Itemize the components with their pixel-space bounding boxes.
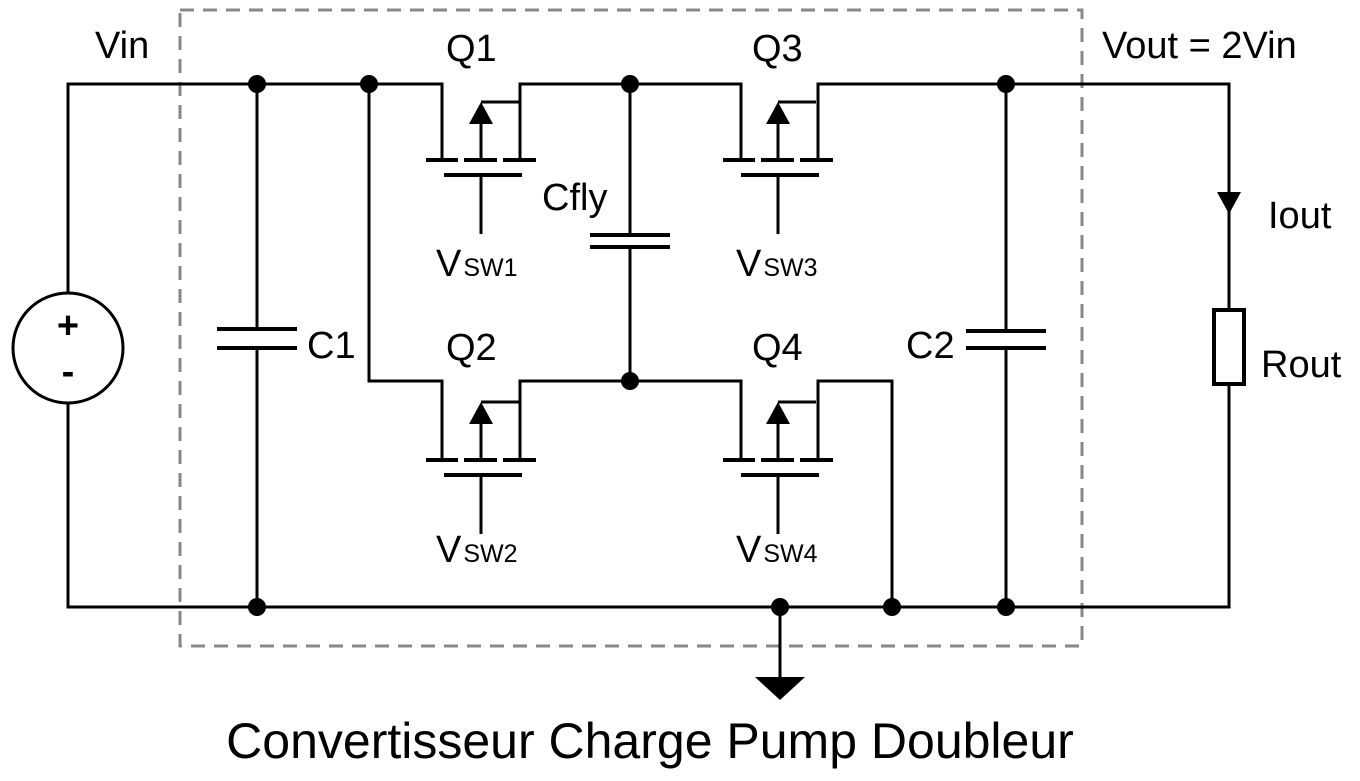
source-plus-label: + [57,305,79,347]
diagram-title: Convertisseur Charge Pump Doubleur [226,713,1074,769]
iout-label: Iout [1268,195,1332,237]
junction-dot [360,75,378,93]
junction-dots [248,75,1015,616]
vsw4-label: VSW4 [736,529,818,571]
q1-label: Q1 [446,28,497,70]
vsw4-sub: SW4 [763,540,817,568]
q2-label: Q2 [446,327,497,369]
q2-input-wire [367,82,444,462]
vsw1-sub: SW1 [463,254,517,282]
vsw2-sub: SW2 [463,540,517,568]
c1-label: C1 [307,325,356,367]
ground-icon [755,677,805,700]
vout-label: Vout = 2Vin [1102,25,1297,67]
q4-ground-wire [816,379,894,609]
vsw1-label: VSW1 [436,243,518,285]
vsw4-main: V [736,529,762,571]
converter-boundary [178,8,1084,648]
vout-rail-wire [816,82,1231,312]
junction-dot [997,598,1015,616]
capacitor-c1 [217,327,297,350]
vin-rail-wire [66,82,444,162]
c2-label: C2 [906,325,955,367]
vsw2-main: V [436,529,462,571]
cfly-bottom-wire [518,379,743,462]
capacitor-cfly [590,233,670,249]
junction-dot [997,75,1015,93]
junction-dot [771,598,789,616]
junction-dot [248,598,266,616]
junction-dot [621,75,639,93]
rout-label: Rout [1261,344,1342,386]
wiring [66,82,1231,680]
q3-label: Q3 [752,28,803,70]
vsw1-main: V [436,243,462,285]
junction-dot [248,75,266,93]
capacitor-c2 [966,329,1046,350]
voltage-source: + - [11,291,125,405]
cfly-label: Cfly [542,177,607,219]
current-arrow-icon [1217,192,1241,214]
q4-label: Q4 [752,327,803,369]
junction-dot [883,598,901,616]
vin-label: Vin [95,25,149,67]
vsw3-label: VSW3 [736,243,818,285]
source-minus-label: - [62,351,75,393]
vsw2-label: VSW2 [436,529,518,571]
voltage-source-symbol [11,291,125,405]
vsw3-sub: SW3 [763,254,817,282]
junction-dot [621,372,639,390]
resistor-rout [1212,308,1246,386]
vsw3-main: V [736,243,762,285]
